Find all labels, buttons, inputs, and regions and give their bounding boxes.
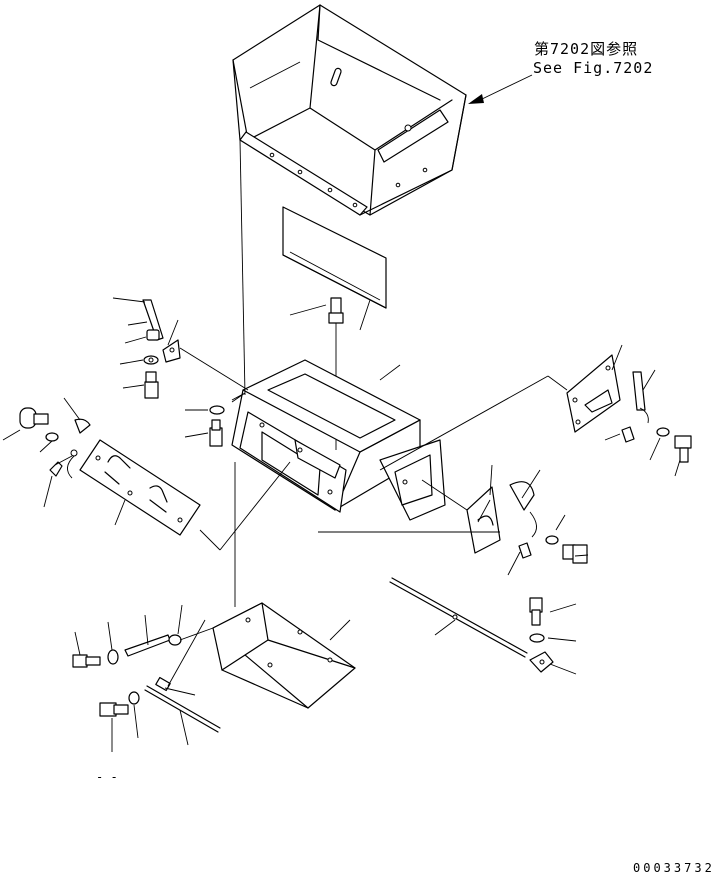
main-box [231, 359, 446, 521]
left-hinge-group [112, 297, 249, 399]
bottom-flap [212, 462, 356, 709]
box-bolt-group [184, 392, 246, 447]
long-rod [318, 531, 528, 658]
corner-mark: - - [96, 770, 118, 784]
right-lower-plate [421, 464, 589, 576]
leader-hood-to-box [239, 139, 246, 396]
reference-jp-label: 第7202図参照 [534, 40, 639, 58]
left-door-plate [79, 439, 291, 551]
bottom-left-hardware [72, 604, 221, 752]
top-hood [232, 4, 467, 216]
top-plate [282, 206, 387, 331]
drawing-code: 00033732 [633, 861, 715, 875]
see-fig-arrow [468, 74, 533, 104]
left-latch-group [2, 397, 91, 508]
right-upper-plate [379, 344, 692, 477]
right-bolt-group [529, 597, 577, 675]
reference-en-label: See Fig.7202 [533, 59, 654, 77]
